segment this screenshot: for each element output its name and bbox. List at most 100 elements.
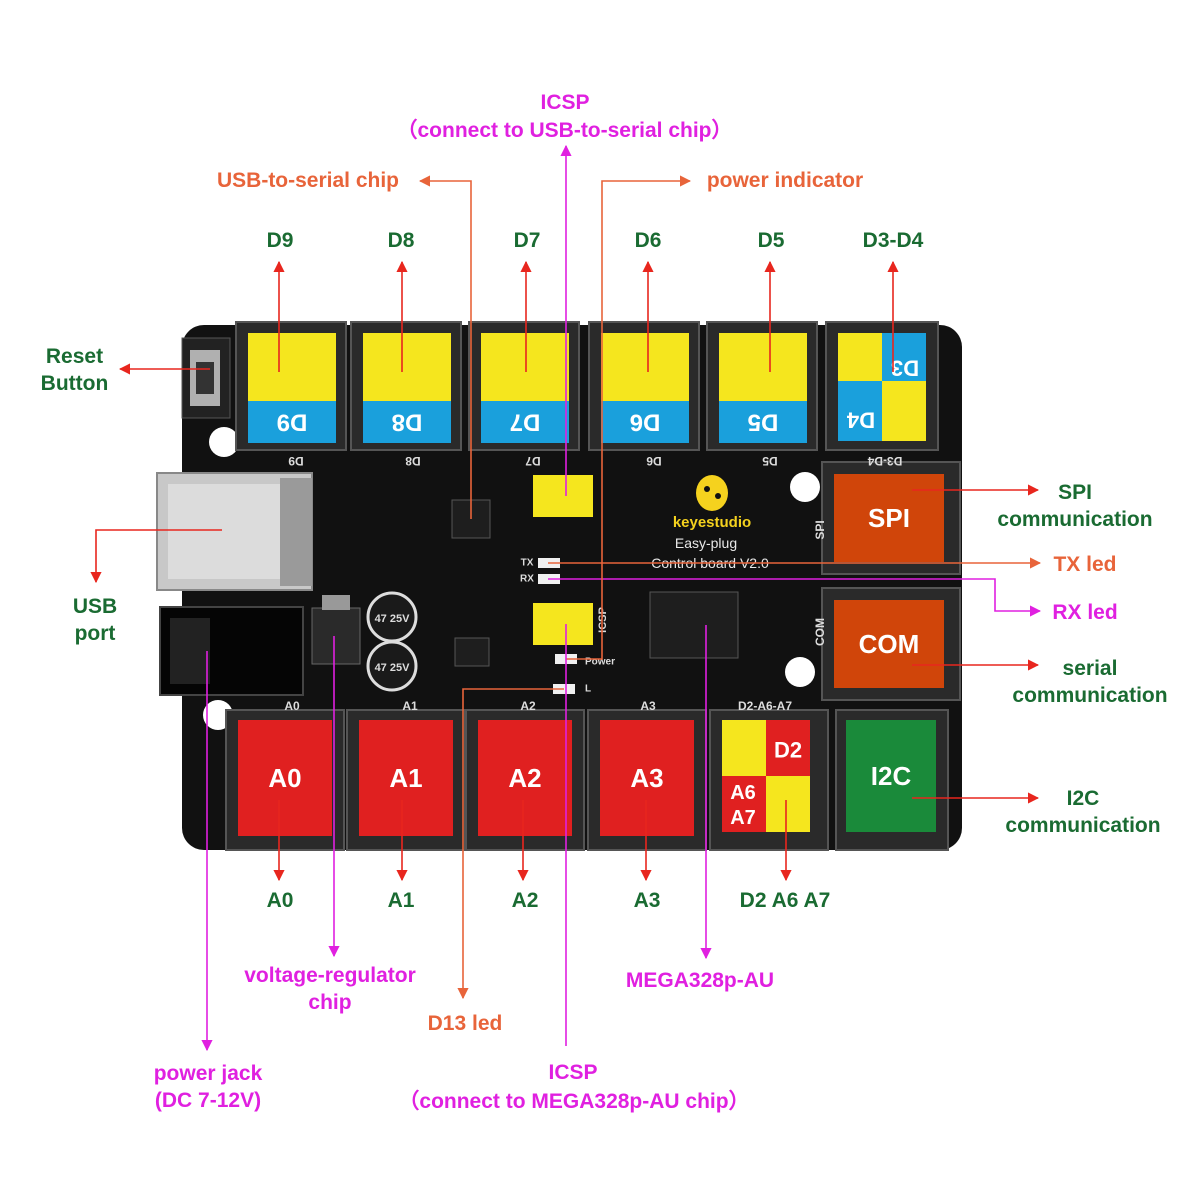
icsp-top-subtitle: （connect to USB-to-serial chip） [396, 119, 733, 142]
label-a3: A3 [633, 889, 661, 912]
leader-d13-led [457, 688, 564, 1000]
port-a0-text: A0 [268, 763, 301, 793]
port-d7-text: D7 [510, 409, 541, 436]
mount-hole [785, 657, 815, 687]
port-spi-text: SPI [868, 503, 910, 533]
i2c-communication-label: I2C communication [1005, 787, 1161, 837]
leader-usb-serial-chip [418, 175, 472, 519]
silk-bottom-0: A0 [284, 699, 300, 713]
port-d3d4-blue-1 [882, 333, 926, 381]
label-d5: D5 [757, 229, 785, 252]
port-i2c [846, 720, 936, 832]
port-d6-yellow [601, 333, 689, 401]
label-d3-d4: D3-D4 [862, 229, 924, 252]
silk-tx: TX [521, 558, 534, 569]
silk-icsp: ICSP [597, 607, 609, 633]
port-a7-text: A7 [730, 807, 756, 829]
label-a0: A0 [266, 889, 294, 912]
port-d3d4-blue-2 [838, 381, 882, 441]
label-d7: D7 [513, 229, 541, 252]
port-d2-yellow-1 [722, 720, 766, 776]
svg-text:47 25V: 47 25V [375, 613, 411, 625]
port-d7-blue [481, 401, 569, 443]
svg-text:47 25V: 47 25V [375, 662, 411, 674]
silk-bottom-2: A2 [520, 699, 536, 713]
port-d3-text: D3 [891, 356, 919, 381]
icsp-header-top [533, 475, 593, 517]
mount-hole [790, 472, 820, 502]
port-d2-red-1 [766, 720, 810, 776]
port-a3-text: A3 [630, 763, 663, 793]
icsp-header-bottom [533, 603, 593, 645]
silk-top-0: D9 [288, 454, 304, 468]
silk-bottom-3: A3 [640, 699, 656, 713]
ladybug-logo [696, 475, 728, 511]
leader-lines [90, 144, 1042, 1052]
reset-button-label: Reset Button [40, 345, 109, 395]
leader-usb-port [90, 529, 222, 584]
tx-led-label: TX led [1053, 553, 1117, 576]
port-d3d4-yellow-2 [882, 381, 926, 441]
silk-top-3: D6 [646, 454, 662, 468]
port-a2-text: A2 [508, 763, 541, 793]
port-a6-text: A6 [730, 782, 756, 804]
port-d9-yellow [248, 333, 336, 401]
rx-led-label: RX led [1052, 601, 1118, 624]
label-d8: D8 [387, 229, 415, 252]
port-a1 [359, 720, 453, 836]
port-d8-blue [363, 401, 451, 443]
silk-top-4: D5 [762, 454, 778, 468]
port-d9-blue [248, 401, 336, 443]
port-a1-text: A1 [389, 763, 422, 793]
silk-l: L [585, 684, 591, 695]
silk-rx: RX [520, 574, 534, 585]
leader-rx-led [548, 578, 1042, 617]
power-jack-label: power jack (DC 7-12V) [153, 1062, 263, 1112]
d13-led-label: D13 led [427, 1012, 503, 1035]
leader-power-indicator [566, 175, 692, 660]
port-a3 [600, 720, 694, 836]
mega328-label: MEGA328p-AU [625, 969, 775, 992]
model-text-1: Easy-plug [675, 535, 737, 551]
port-d3d4-yellow-1 [838, 333, 882, 381]
port-d8-text: D8 [392, 409, 423, 436]
usb-port-label: USB port [72, 595, 118, 645]
capacitor [366, 640, 418, 692]
usb-serial-chip-label: USB-to-serial chip [216, 169, 400, 192]
voltage-regulator-label: voltage-regulator chip [244, 964, 416, 1014]
icsp-top-title: ICSP [540, 91, 590, 114]
port-i2c-text: I2C [871, 761, 912, 791]
mount-hole [209, 427, 239, 457]
serial-communication-label: serial communication [1012, 657, 1168, 707]
port-d5-blue [719, 401, 807, 443]
port-d8-yellow [363, 333, 451, 401]
port-d5-yellow [719, 333, 807, 401]
spi-communication-label: SPI communication [997, 481, 1153, 531]
label-a1: A1 [387, 889, 415, 912]
port-com-text: COM [859, 629, 920, 659]
power-indicator-label: power indicator [706, 169, 864, 192]
port-d2-red-2 [722, 776, 766, 832]
port-d9-text: D9 [277, 409, 308, 436]
label-d6: D6 [634, 229, 662, 252]
label-a2: A2 [511, 889, 539, 912]
port-d5-text: D5 [748, 409, 779, 436]
silk-top-2: D7 [525, 454, 541, 468]
port-a2 [478, 720, 572, 836]
label-d9: D9 [266, 229, 294, 252]
icsp-bottom-subtitle: （connect to MEGA328p-AU chip） [398, 1090, 750, 1113]
silk-com: COM [813, 618, 827, 646]
icsp-bottom-title: ICSP [548, 1061, 598, 1084]
port-d2-yellow-2 [766, 776, 810, 832]
port-spi [834, 474, 944, 562]
port-d7-yellow [481, 333, 569, 401]
label-d2-a6-a7: D2 A6 A7 [739, 889, 831, 912]
silk-power: Power [585, 657, 615, 668]
small-chip [454, 637, 490, 667]
port-a0 [238, 720, 332, 836]
silk-bottom-4: D2-A6-A7 [738, 699, 792, 713]
brand-text: keyestudio [673, 514, 751, 531]
port-com [834, 600, 944, 688]
